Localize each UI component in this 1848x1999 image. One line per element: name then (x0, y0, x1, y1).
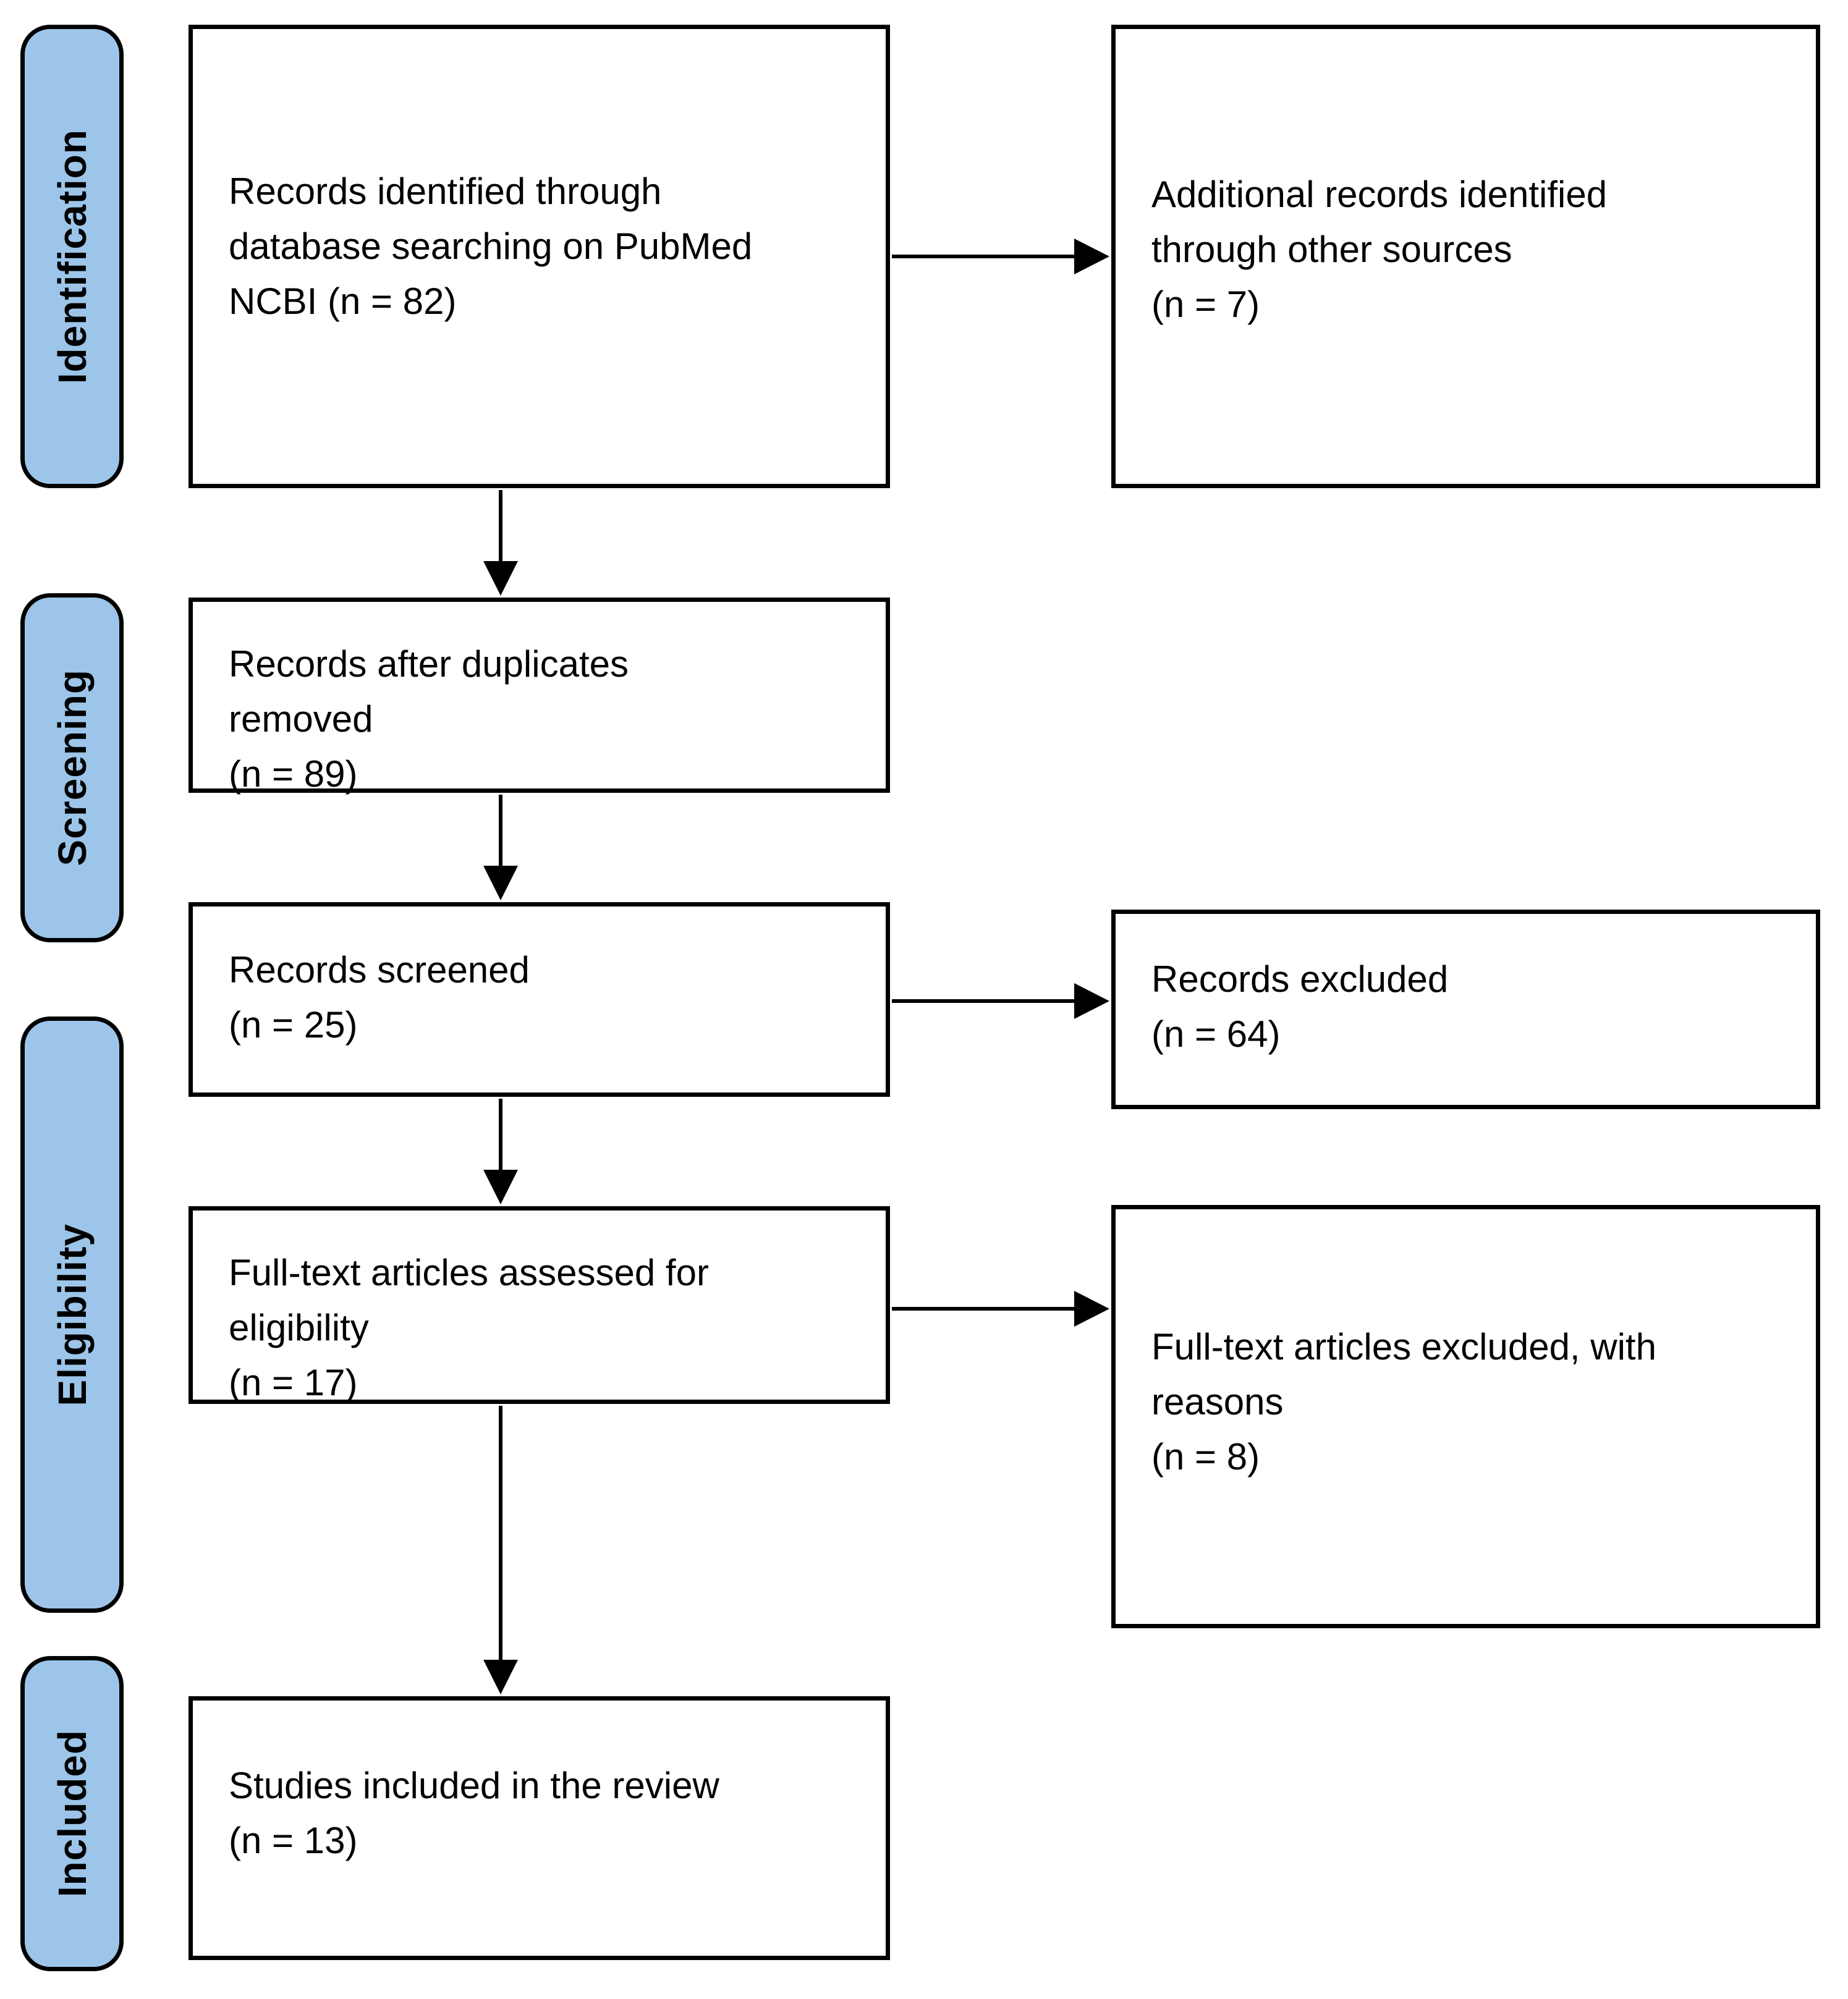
box-text: Studies included in the review (n = 13) (229, 1765, 719, 1861)
box-text: Full-text articles excluded, with reason… (1151, 1326, 1656, 1477)
box-records-after-duplicates: Records after duplicates removed (n = 89… (189, 598, 890, 795)
box-text: Full-text articles assessed for eligibil… (229, 1252, 709, 1403)
box-text: Additional records identified through ot… (1151, 174, 1608, 325)
arrow-head-duplicates-to-screened (483, 866, 518, 900)
arrow-head-fulltext-to-excluded (1074, 1291, 1109, 1327)
box-records-identified: Records identified through database sear… (189, 25, 890, 488)
stage-label-text: Screening (49, 669, 95, 866)
box-text: Records after duplicates removed (n = 89… (229, 643, 629, 795)
box-records-screened: Records screened (n = 25) (189, 902, 890, 1097)
stage-label-identification: Identification (20, 25, 124, 488)
arrow-head-screened-to-fulltext (483, 1170, 518, 1204)
box-records-excluded: Records excluded (n = 64) (1111, 910, 1820, 1109)
box-text: Records identified through database sear… (229, 171, 753, 322)
arrow-head-identified-to-duplicates (483, 561, 518, 596)
stage-label-text: Included (49, 1730, 95, 1898)
box-studies-included: Studies included in the review (n = 13) (189, 1696, 890, 1960)
stage-label-text: Eligibility (49, 1223, 95, 1406)
stage-label-included: Included (20, 1656, 124, 1971)
box-text: Records excluded (n = 64) (1151, 958, 1449, 1055)
box-fulltext-excluded: Full-text articles excluded, with reason… (1111, 1205, 1820, 1628)
box-text: Records screened (n = 25) (229, 949, 530, 1046)
arrow-head-fulltext-to-included (483, 1660, 518, 1694)
stage-label-text: Identification (49, 129, 95, 384)
box-fulltext-assessed: Full-text articles assessed for eligibil… (189, 1206, 890, 1404)
stage-label-screening: Screening (20, 593, 124, 942)
box-additional-records: Additional records identified through ot… (1111, 25, 1820, 488)
arrow-head-screened-to-excluded (1074, 983, 1109, 1019)
arrow-head-identified-to-additional (1074, 239, 1109, 274)
stage-label-eligibility: Eligibility (20, 1016, 124, 1613)
